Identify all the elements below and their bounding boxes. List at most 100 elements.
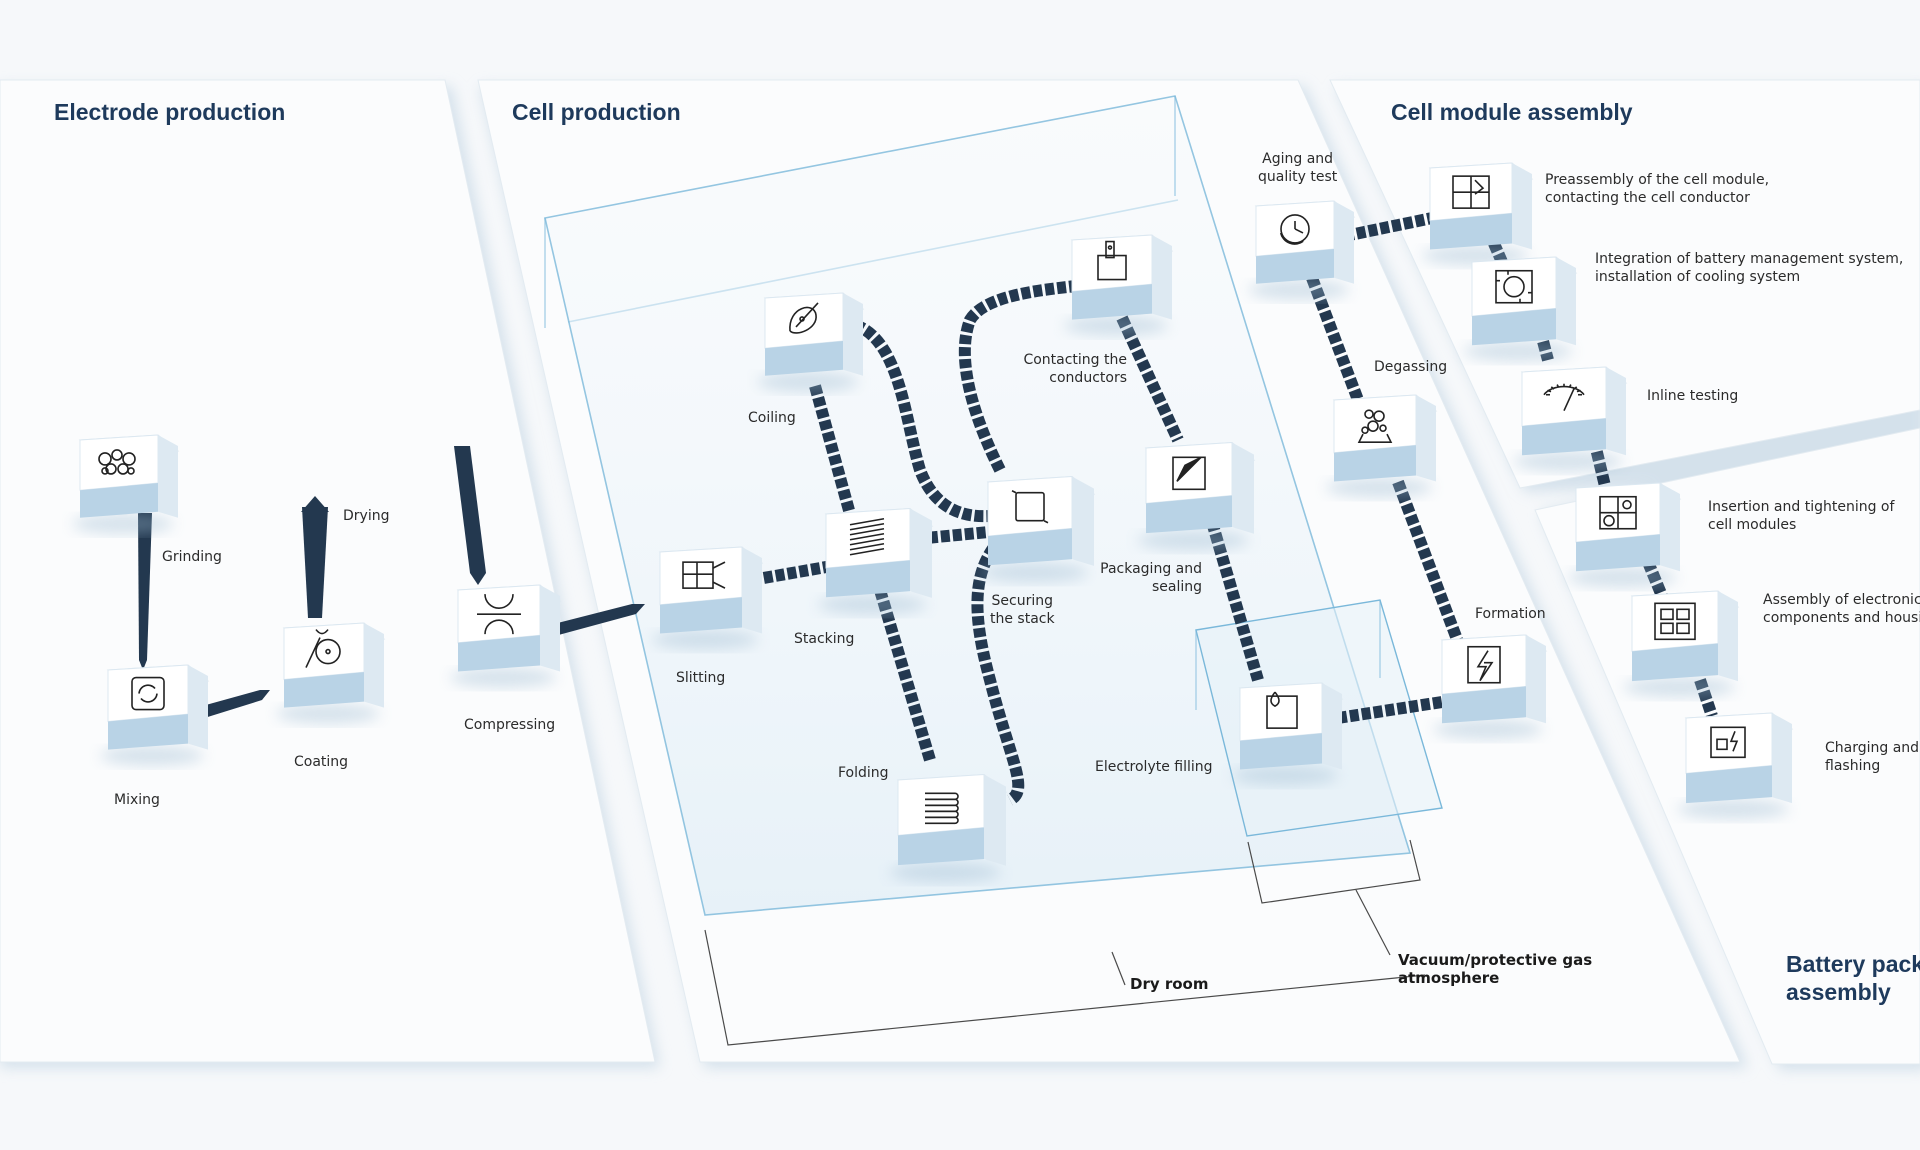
section-title-electrode-production: Electrode production — [54, 99, 286, 125]
label-line: Assembly of electronics — [1763, 592, 1920, 608]
dashed-connector — [971, 525, 1025, 806]
label-charging-flashing: Charging and flashing — [1825, 739, 1919, 775]
packaging-step-cube — [1137, 441, 1256, 551]
preassembly-step-cube — [1421, 162, 1534, 266]
label-packaging-and-sealing: Packaging and sealing — [1096, 560, 1202, 596]
label-slitting: Slitting — [676, 670, 726, 686]
label-electrolyte-filling: Electrolyte filling — [1095, 759, 1213, 775]
label-coating: Coating — [294, 754, 349, 770]
zone-callouts — [704, 839, 1426, 1046]
flow-arrow-head — [301, 496, 329, 512]
label-contacting-the-conductors: Contacting the conductors — [1022, 351, 1127, 387]
folding-step-cube — [889, 773, 1008, 883]
label-coiling: Coiling — [748, 410, 796, 426]
mixing-step-cube — [100, 664, 210, 766]
label-electronics-housing: Assembly of electronics components and h… — [1763, 591, 1920, 627]
label-formation: Formation — [1475, 606, 1546, 622]
grinding-balls-icon — [98, 449, 136, 475]
coating-roller-icon — [305, 629, 341, 668]
label-line: the stack — [990, 611, 1055, 627]
degassing-step-cube — [1325, 394, 1438, 498]
aging-step-cube — [1248, 200, 1356, 300]
label-line: Securing — [991, 593, 1054, 609]
label-mixing: Mixing — [114, 792, 160, 808]
label-aging-and-quality-test: Aging and quality test — [1258, 150, 1337, 186]
section-title-cell-production: Cell production — [512, 99, 681, 125]
degassing-bubbles-icon — [1357, 409, 1393, 443]
coiling-icon — [789, 302, 819, 334]
label-preassembly: Preassembly of the cell module, contacti… — [1545, 171, 1769, 207]
electrolyte-step-cube — [1231, 682, 1344, 786]
section-title-line: assembly — [1786, 979, 1891, 1005]
label-vacuum-atmosphere: Vacuum/protective gas atmosphere — [1398, 951, 1592, 987]
label-line: components and housing — [1763, 610, 1920, 626]
section-title-battery-pack-assembly: Battery pack assembly — [1786, 950, 1920, 1006]
dashed-connector — [852, 319, 1001, 523]
label-line: Preassembly of the cell module, — [1545, 172, 1770, 188]
insertion-modules-icon — [1599, 495, 1637, 530]
panel-electrode-production — [0, 79, 656, 1063]
dashed-connector — [809, 384, 856, 516]
dashed-connector — [874, 588, 936, 762]
label-stacking: Stacking — [794, 631, 855, 647]
compressing-rollers-icon — [477, 594, 521, 635]
section-title-line: Battery pack — [1786, 951, 1920, 977]
bms-step-cube — [1463, 256, 1578, 362]
label-compressing: Compressing — [464, 717, 556, 733]
label-line: Charging and — [1825, 740, 1920, 756]
packaging-pouch-icon — [1172, 456, 1206, 491]
inline-gauge-icon — [1543, 383, 1585, 412]
section-title-cell-module-assembly: Cell module assembly — [1391, 99, 1633, 125]
charging-plug-icon — [1710, 726, 1746, 759]
label-line: Contacting the — [1023, 352, 1127, 368]
dashed-connector — [1306, 275, 1364, 403]
label-drying: Drying — [343, 508, 390, 524]
grinding-step-cube — [72, 434, 180, 534]
dashed-connector — [1337, 694, 1456, 724]
dashed-connector — [1343, 210, 1444, 242]
electrolyte-drop-icon — [1266, 691, 1298, 729]
electronics-step-cube — [1623, 590, 1740, 698]
stacking-step-cube — [817, 507, 934, 615]
label-securing-the-stack: Securing the stack — [990, 592, 1055, 628]
dashed-connector — [750, 560, 834, 586]
label-bms-integration: Integration of battery management system… — [1595, 250, 1903, 286]
label-folding: Folding — [838, 765, 889, 781]
label-line: flashing — [1825, 758, 1881, 774]
mixing-cycle-icon — [131, 676, 165, 711]
label-line: Packaging and — [1100, 561, 1202, 577]
securing-step-cube — [979, 475, 1096, 583]
inline-step-cube — [1513, 366, 1628, 472]
compressing-step-cube — [449, 584, 562, 688]
formation-step-cube — [1433, 634, 1548, 740]
label-line: atmosphere — [1398, 969, 1500, 987]
folding-icon — [925, 792, 959, 825]
label-dry-room: Dry room — [1130, 975, 1209, 993]
charging-step-cube — [1677, 712, 1794, 820]
label-line: Insertion and tightening of — [1708, 499, 1895, 515]
insertion-step-cube — [1567, 482, 1682, 588]
preassembly-grid-icon — [1452, 175, 1490, 209]
coating-step-cube — [276, 622, 386, 724]
label-degassing: Degassing — [1374, 359, 1448, 375]
securing-stack-icon — [1011, 490, 1049, 524]
contacting-tab-icon — [1097, 240, 1127, 281]
label-line: cell modules — [1708, 517, 1797, 533]
bms-chip-icon — [1495, 269, 1533, 304]
coiling-step-cube — [757, 292, 865, 392]
flow-arrow — [454, 446, 486, 585]
slitting-blades-icon — [682, 561, 726, 589]
label-grinding: Grinding — [162, 549, 222, 565]
material-flow-arrows — [138, 446, 645, 720]
label-line: Aging and — [1262, 151, 1334, 167]
label-line: Integration of battery management system… — [1595, 251, 1904, 267]
dashed-connector — [958, 279, 1086, 473]
label-line: conductors — [1049, 370, 1127, 386]
flow-arrow — [538, 604, 645, 640]
formation-lightning-icon — [1467, 645, 1501, 684]
aging-clock-icon — [1279, 214, 1310, 245]
dashed-connector — [1392, 479, 1464, 645]
dashed-connector — [1116, 315, 1184, 443]
label-line: sealing — [1151, 579, 1202, 595]
